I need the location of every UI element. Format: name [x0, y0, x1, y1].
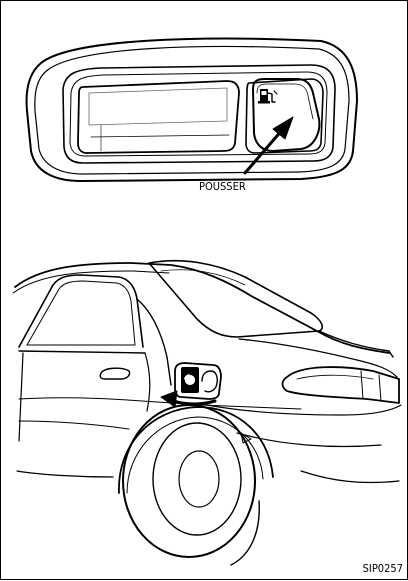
- push-label: POUSSER: [199, 180, 246, 193]
- dashboard-panel: [27, 39, 357, 181]
- fuel-filler-door-icon: [175, 363, 221, 399]
- car-body: [13, 261, 401, 493]
- figure-code: SIP0257: [363, 562, 403, 575]
- fuel-pump-icon: [258, 89, 277, 104]
- push-arrow: [245, 117, 293, 173]
